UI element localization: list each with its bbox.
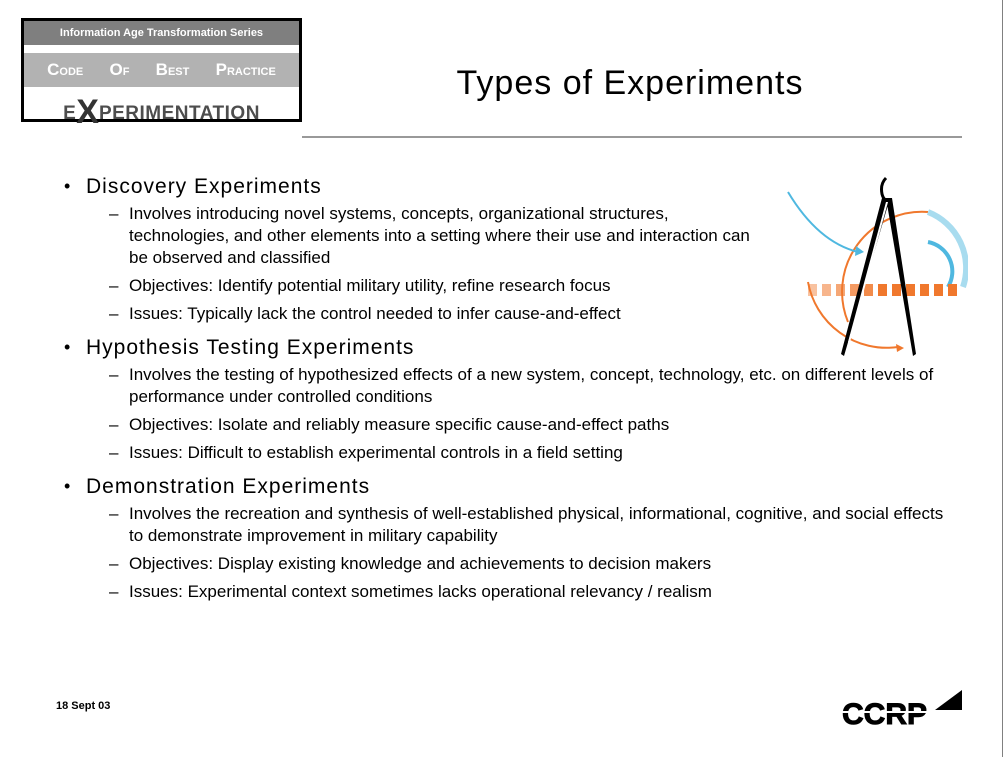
bullet-icon: • (64, 176, 72, 196)
sub-item: –Issues: Experimental context sometimes … (109, 582, 712, 601)
section-heading: •Discovery Experiments (56, 170, 956, 203)
section-heading: •Hypothesis Testing Experiments (56, 331, 956, 364)
logo-code-line: CODE OF BEST PRACTICE (24, 53, 299, 87)
title-divider (302, 136, 962, 138)
bullet-list: •Discovery Experiments –Involves introdu… (56, 170, 956, 609)
ccrp-logo: CCRP (842, 690, 962, 728)
sub-item: –Objectives: Isolate and reliably measur… (109, 415, 670, 434)
bullet-icon: • (64, 476, 72, 496)
logo-word: OF (109, 60, 130, 79)
sub-item: –Issues: Typically lack the control need… (109, 304, 621, 323)
sub-item: –Involves the testing of hypothesized ef… (109, 365, 934, 406)
series-logo: Information Age Transformation Series CO… (21, 18, 302, 131)
sub-item: –Issues: Difficult to establish experime… (109, 443, 623, 462)
sub-item: –Involves the recreation and synthesis o… (109, 504, 944, 545)
logo-word: CODE (47, 60, 84, 79)
section-heading: •Demonstration Experiments (56, 470, 956, 503)
sub-item: –Objectives: Display existing knowledge … (109, 554, 712, 573)
footer-date: 18 Sept 03 (56, 700, 111, 712)
sub-item: –Involves introducing novel systems, con… (109, 204, 750, 267)
sub-item: –Objectives: Identify potential military… (109, 276, 611, 295)
logo-experimentation: EXPERIMENTATION (63, 93, 260, 131)
slide-title: Types of Experiments (456, 64, 804, 102)
logo-word: BEST (155, 60, 190, 79)
logo-series-text: Information Age Transformation Series (24, 21, 299, 45)
logo-word: PRACTICE (215, 60, 276, 79)
compass-icon (787, 176, 968, 356)
bullet-icon: • (64, 337, 72, 357)
